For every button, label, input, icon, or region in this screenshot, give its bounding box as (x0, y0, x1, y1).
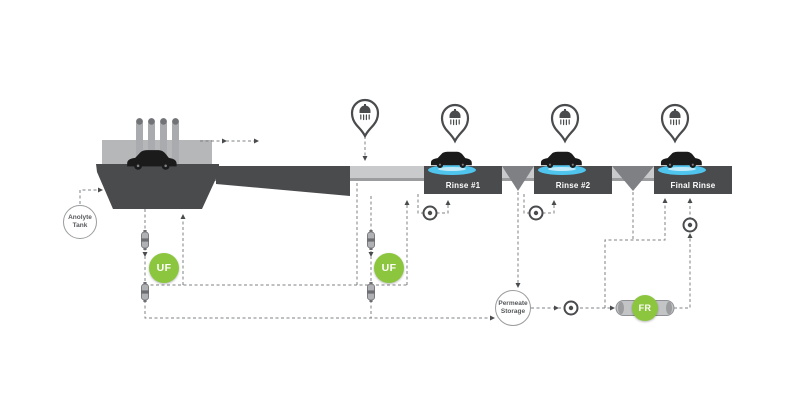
flow-line (417, 194, 424, 214)
flow-line (79, 187, 103, 204)
pump-icon (563, 300, 579, 316)
flow-line (144, 256, 495, 321)
filter-cartridge-icon (140, 229, 150, 251)
filter-cartridge-icon (366, 229, 376, 251)
wash-trench (96, 164, 219, 209)
platform-divider (502, 166, 534, 191)
uf-unit-1: UF (149, 253, 179, 283)
shower-pin-icon (550, 103, 580, 143)
permeate-storage-label: Permeate Storage (498, 299, 528, 315)
uf-unit-2: UF (374, 253, 404, 283)
shower-pin-icon (660, 103, 690, 143)
fr-unit: FR (632, 295, 658, 321)
uf1-label: UF (156, 262, 172, 274)
filter-cartridge-icon (366, 281, 376, 303)
flow-line (674, 233, 693, 309)
pump-icon (422, 205, 438, 221)
rinse2-label: Rinse #2 (555, 181, 591, 190)
permeate-storage-node: Permeate Storage (495, 290, 531, 326)
filter-cartridge-icon (140, 281, 150, 303)
anolyte-tank-node: Anolyte Tank (63, 205, 97, 239)
flow-line (436, 200, 451, 214)
shower-pin-icon (440, 103, 470, 143)
flow-line (523, 194, 530, 214)
platform-divider (612, 166, 654, 191)
shower-pin-icon (350, 98, 380, 138)
pump-icon (528, 205, 544, 221)
flow-line (604, 198, 668, 308)
uf2-label: UF (381, 262, 397, 274)
anolyte-tank-label: Anolyte Tank (68, 213, 92, 229)
fr-label: FR (638, 303, 652, 313)
pump-icon (682, 217, 698, 233)
final-rinse-label: Final Rinse (670, 181, 716, 190)
flow-line (542, 200, 557, 214)
rinse1-label: Rinse #1 (445, 181, 481, 190)
floor-wedge (216, 166, 350, 196)
